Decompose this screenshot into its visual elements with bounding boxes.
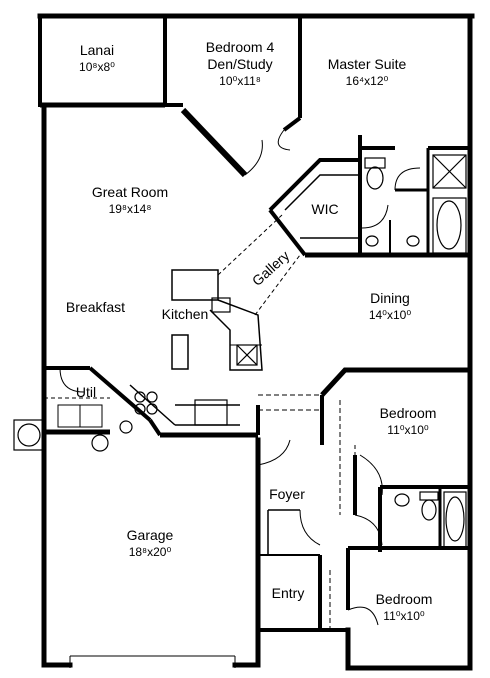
- util-label: Util: [66, 384, 106, 401]
- breakfast-label: Breakfast: [58, 299, 133, 316]
- garage-door: [69, 655, 236, 668]
- dining-label: Dining 14⁰x10⁰: [350, 290, 430, 324]
- door-swings: [59, 129, 421, 626]
- exterior-walls: [37, 13, 475, 671]
- plumbing-fixtures: [13, 154, 467, 548]
- bedroom4-dimensions: 10⁰x11⁸: [219, 74, 261, 88]
- great-room-dimensions: 19⁸x14⁸: [108, 202, 152, 216]
- master-suite-name: Master Suite: [327, 56, 407, 72]
- dashed-lines: [44, 397, 356, 455]
- interior-walls: [44, 16, 470, 632]
- garage-dimensions: 18⁸x20⁰: [128, 545, 172, 559]
- wic-name: WIC: [311, 201, 339, 217]
- great-room-name: Great Room: [91, 184, 169, 200]
- breakfast-name: Breakfast: [65, 299, 126, 315]
- great-room-label: Great Room 19⁸x14⁸: [75, 184, 185, 218]
- bedroom4-label: Bedroom 4 Den/Study 10⁰x11⁸: [185, 39, 295, 90]
- bedroom-3-dimensions: 11⁰x10⁰: [383, 609, 425, 623]
- lanai-label: Lanai 10⁸x8⁰: [62, 42, 132, 76]
- foyer-name: Foyer: [269, 486, 305, 502]
- bedroom-3-name: Bedroom: [375, 591, 433, 607]
- master-suite-dimensions: 16⁴x12⁰: [345, 74, 389, 88]
- lanai-walls: [40, 16, 167, 108]
- bedroom4-name: Bedroom 4: [205, 39, 275, 55]
- bedroom-3-label: Bedroom 11⁰x10⁰: [364, 591, 444, 625]
- dining-name: Dining: [370, 290, 410, 306]
- bedroom4-alt-name: Den/Study: [207, 56, 273, 72]
- entry-name: Entry: [271, 585, 305, 601]
- garage-name: Garage: [126, 527, 174, 543]
- kitchen-label: Kitchen: [152, 306, 218, 323]
- lanai-dimensions: 10⁸x8⁰: [79, 60, 115, 74]
- kitchen-name: Kitchen: [161, 306, 209, 322]
- foyer-label: Foyer: [262, 486, 312, 503]
- entry-label: Entry: [263, 585, 313, 602]
- bedroom-2-label: Bedroom 11⁰x10⁰: [368, 405, 448, 439]
- util-name: Util: [75, 384, 97, 400]
- wic-label: WIC: [300, 201, 350, 218]
- dining-dimensions: 14⁰x10⁰: [368, 308, 412, 322]
- master-suite-label: Master Suite 16⁴x12⁰: [312, 56, 422, 90]
- bedroom-2-name: Bedroom: [379, 405, 437, 421]
- bedroom-2-dimensions: 11⁰x10⁰: [387, 423, 429, 437]
- lanai-name: Lanai: [79, 42, 115, 58]
- garage-label: Garage 18⁸x20⁰: [100, 527, 200, 561]
